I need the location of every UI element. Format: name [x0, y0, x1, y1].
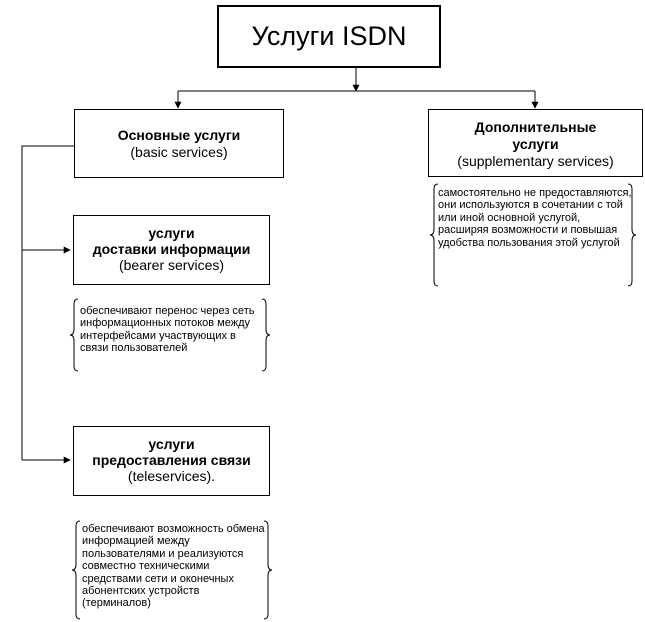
bearer-title-line2: доставки информации — [92, 241, 251, 257]
supplementary-title-line2: услуги — [512, 136, 559, 152]
bearer-subtitle: (bearer services) — [118, 257, 225, 273]
supplementary-title-line1: Дополнительные — [474, 119, 597, 135]
bearer-services-box: услуги доставки информации (bearer servi… — [73, 215, 270, 285]
bearer-note: обеспечивают перенос через сеть информац… — [80, 305, 255, 355]
title-box: Услуги ISDN — [217, 5, 441, 68]
supplementary-subtitle: (supplementary services) — [457, 153, 614, 169]
basic-services-title: Основные услуги — [117, 127, 241, 143]
supplementary-note-brace — [429, 183, 637, 287]
tele-subtitle: (teleservices). — [127, 468, 216, 484]
teleservices-box: услуги предоставления связи (teleservice… — [73, 426, 270, 496]
tele-note-brace — [71, 520, 273, 620]
tele-note: обеспечивают возможность обмена информац… — [82, 523, 265, 610]
basic-services-box: Основные услуги (basic services) — [74, 109, 284, 178]
bearer-note-brace — [69, 298, 271, 372]
supplementary-services-box: Дополнительные услуги (supplementary ser… — [428, 109, 643, 177]
tele-title-line2: предоставления связи — [92, 452, 251, 468]
basic-trunk — [21, 145, 74, 460]
bearer-title-line1: услуги — [148, 225, 195, 241]
supplementary-note: самостоятельно не предоставляются, они и… — [438, 187, 632, 249]
basic-services-subtitle: (basic services) — [130, 144, 228, 160]
diagram-title: Услуги ISDN — [251, 21, 407, 51]
tele-title-line1: услуги — [148, 436, 195, 452]
